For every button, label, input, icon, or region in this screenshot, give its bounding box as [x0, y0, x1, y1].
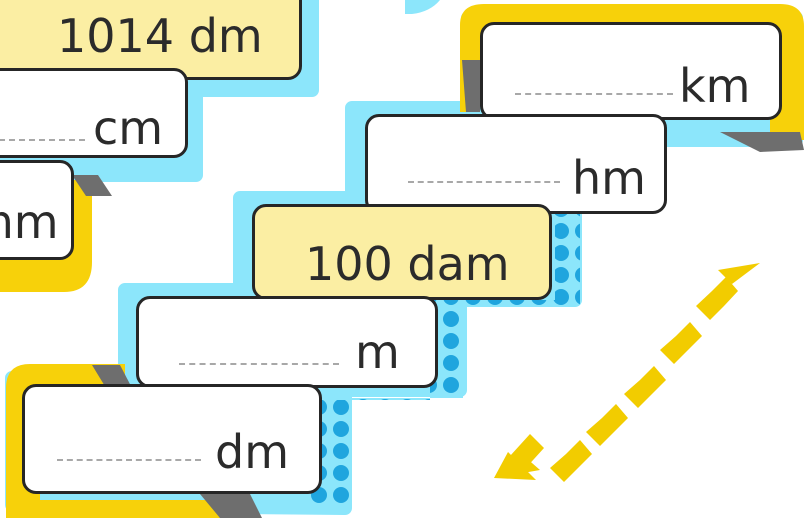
step-given: 100 dam	[252, 204, 552, 300]
answer-blank-km[interactable]	[515, 93, 673, 95]
unit-label-m: m	[355, 325, 400, 379]
step-m: m	[136, 296, 438, 388]
answer-blank-m[interactable]	[179, 363, 339, 365]
left-step-given: 1014 dm	[0, 0, 302, 80]
unit-label-km: km	[679, 59, 751, 113]
unit-label-cm: cm	[93, 101, 164, 155]
unit-label-mm: mm	[0, 195, 59, 249]
answer-blank-hm[interactable]	[408, 181, 560, 183]
step-km: km	[480, 22, 782, 120]
answer-blank-dm[interactable]	[57, 459, 201, 461]
left-step-cm: cm	[0, 68, 188, 158]
left-step-mm: mm	[0, 160, 74, 260]
answer-blank-cm[interactable]	[0, 139, 85, 141]
left-given-value: 1014 dm	[57, 9, 263, 63]
step-dm: dm	[22, 384, 322, 494]
unit-label-dm: dm	[215, 425, 290, 479]
unit-label-hm: hm	[572, 151, 646, 205]
dashed-double-headed-arrow-icon	[494, 263, 760, 482]
given-value: 100 dam	[305, 237, 510, 291]
step-hm: hm	[365, 114, 667, 214]
